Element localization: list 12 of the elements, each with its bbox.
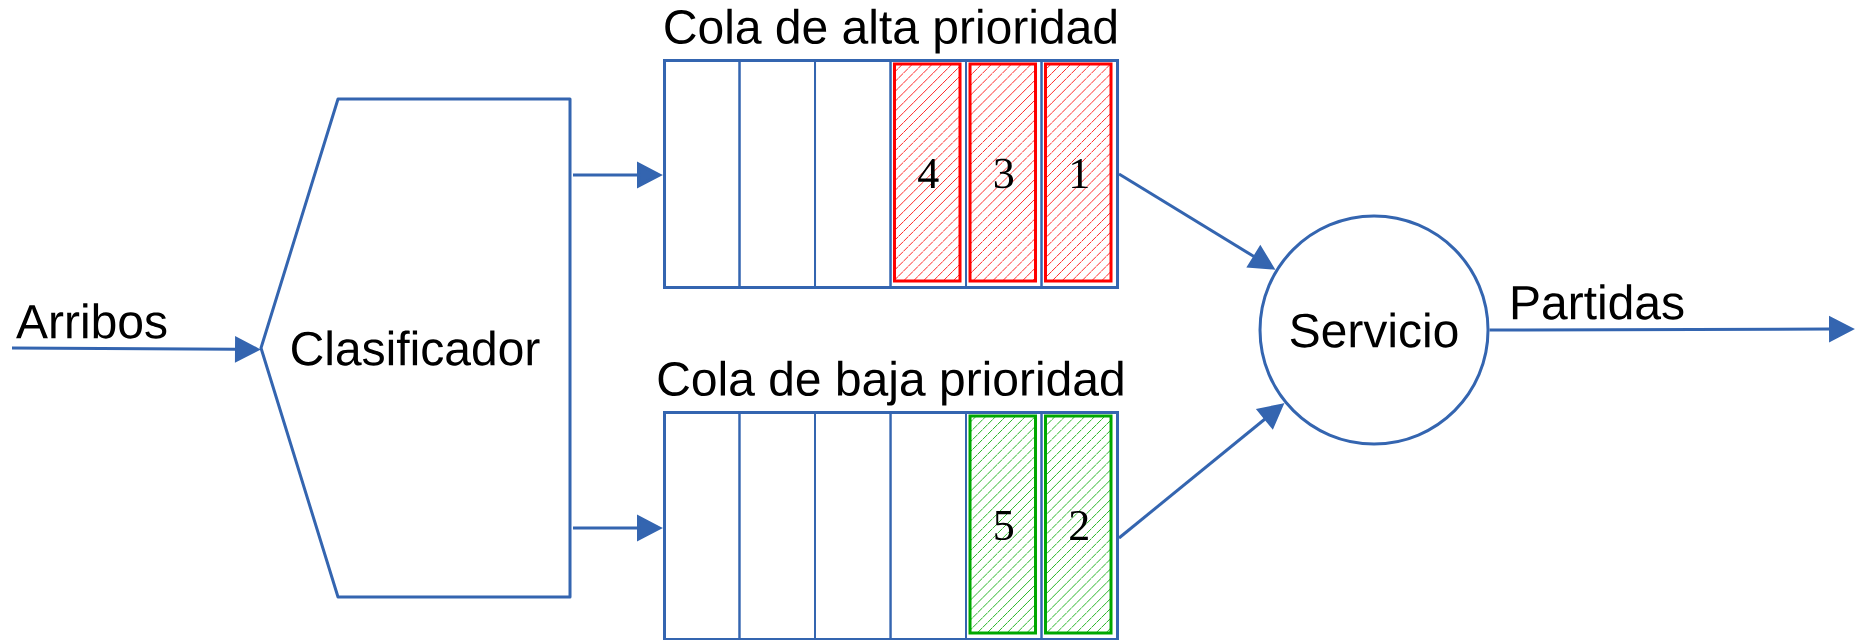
edge-label: Partidas <box>1508 283 1687 321</box>
queue-slot <box>663 411 741 640</box>
queue-slot <box>814 59 892 288</box>
queue-slot <box>814 411 892 640</box>
queue-slot <box>663 59 741 288</box>
queue-slot <box>738 59 816 288</box>
node-label: Cola de baja prioridad <box>658 360 1123 406</box>
queue-slot <box>889 411 967 640</box>
edge-label: Arribos <box>15 302 170 340</box>
node-label: Cola de alta prioridad <box>665 8 1116 54</box>
queue-item: 3 <box>968 62 1037 283</box>
queue-slot <box>738 411 816 640</box>
